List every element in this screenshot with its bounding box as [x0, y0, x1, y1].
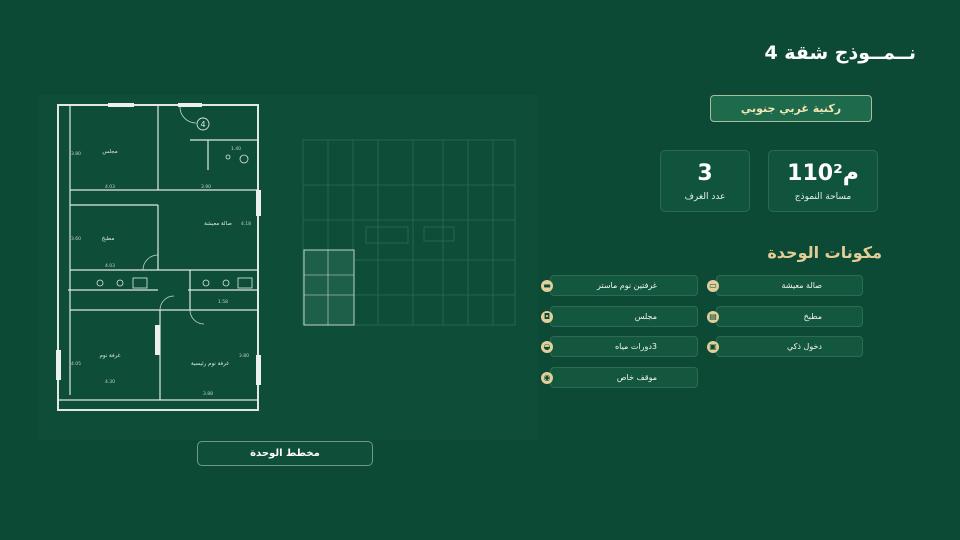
dim-bedroom-w: 4.30 — [105, 379, 115, 385]
component-label: صالة معيشة — [781, 281, 822, 290]
highlighted-unit — [303, 249, 355, 326]
component-master-bedrooms: ▬ غرفتين نوم ماستر — [541, 275, 698, 296]
component-majlis: ◘ مجلس — [541, 306, 698, 327]
dim-kitchen-h: 3.60 — [71, 236, 81, 242]
area-label: مساحة النموذج — [794, 192, 852, 202]
bed-icon: ▬ — [541, 279, 553, 292]
unit-number: 4 — [200, 120, 205, 129]
area-card: 110م² مساحة النموذج — [768, 150, 878, 212]
orientation-badge: ركنية غربي جنوبي — [710, 95, 872, 122]
floor-plan-drawing: 4 مجلس مطبخ صالة معيشة غرفة نوم غرفة نوم… — [56, 103, 516, 411]
component-bathrooms: ◒ 3دورات مياه — [541, 336, 698, 357]
smart-lock-icon: ▣ — [707, 340, 719, 353]
building-key-plan — [302, 139, 516, 326]
room-label-kitchen: مطبخ — [102, 236, 115, 242]
component-label: موقف خاص — [616, 373, 657, 382]
component-parking: ◉ موقف خاص — [541, 367, 698, 388]
component-living: ▭ صالة معيشة — [707, 275, 863, 296]
unit-plan-button[interactable]: مخطط الوحدة — [197, 441, 373, 466]
dim-kitchen-w: 4.03 — [105, 263, 115, 269]
dim-corridor: 3.90 — [201, 184, 211, 190]
kitchen-icon: ▤ — [707, 310, 719, 323]
component-label: دخول ذكي — [786, 342, 822, 351]
parking-icon: ◉ — [541, 371, 553, 384]
component-kitchen: ▤ مطبخ — [707, 306, 863, 327]
room-label-master: غرفة نوم رئيسية — [191, 361, 229, 367]
component-label: مجلس — [634, 312, 657, 321]
component-smart-entry: ▣ دخول ذكي — [707, 336, 863, 357]
sofa-icon: ▭ — [707, 279, 719, 292]
component-label: 3دورات مياه — [614, 342, 657, 351]
unit-number-badge — [196, 117, 210, 131]
room-label-living: صالة معيشة — [204, 221, 232, 227]
room-label-majlis: مجلس — [102, 149, 117, 155]
room-label-bedroom: غرفة نوم — [99, 353, 120, 359]
dim-majlis-w: 4.03 — [105, 184, 115, 190]
components-title: مكونات الوحدة — [767, 243, 882, 262]
dim-wc-top: 1.40 — [231, 146, 241, 152]
component-label: مطبخ — [803, 312, 822, 321]
bath-icon: ◒ — [541, 340, 553, 353]
page-title: نــمــوذج شقة 4 — [764, 42, 916, 64]
dim-wc-mid: 1.58 — [218, 299, 228, 305]
majlis-icon: ◘ — [541, 310, 553, 323]
dim-master-w: 3.88 — [203, 391, 213, 397]
floor-plan-image: 4 مجلس مطبخ صالة معيشة غرفة نوم غرفة نوم… — [38, 95, 538, 440]
dim-majlis-h: 3.80 — [71, 151, 81, 157]
area-value: 110م² — [787, 161, 859, 186]
dim-living-h: 4.18 — [241, 221, 251, 227]
rooms-value: 3 — [697, 161, 713, 186]
dim-bedroom-h: 4.05 — [71, 361, 81, 367]
rooms-label: عدد الغرف — [684, 192, 726, 202]
component-label: غرفتين نوم ماستر — [597, 281, 657, 290]
dim-master-h: 3.80 — [239, 353, 249, 359]
rooms-card: 3 عدد الغرف — [660, 150, 750, 212]
